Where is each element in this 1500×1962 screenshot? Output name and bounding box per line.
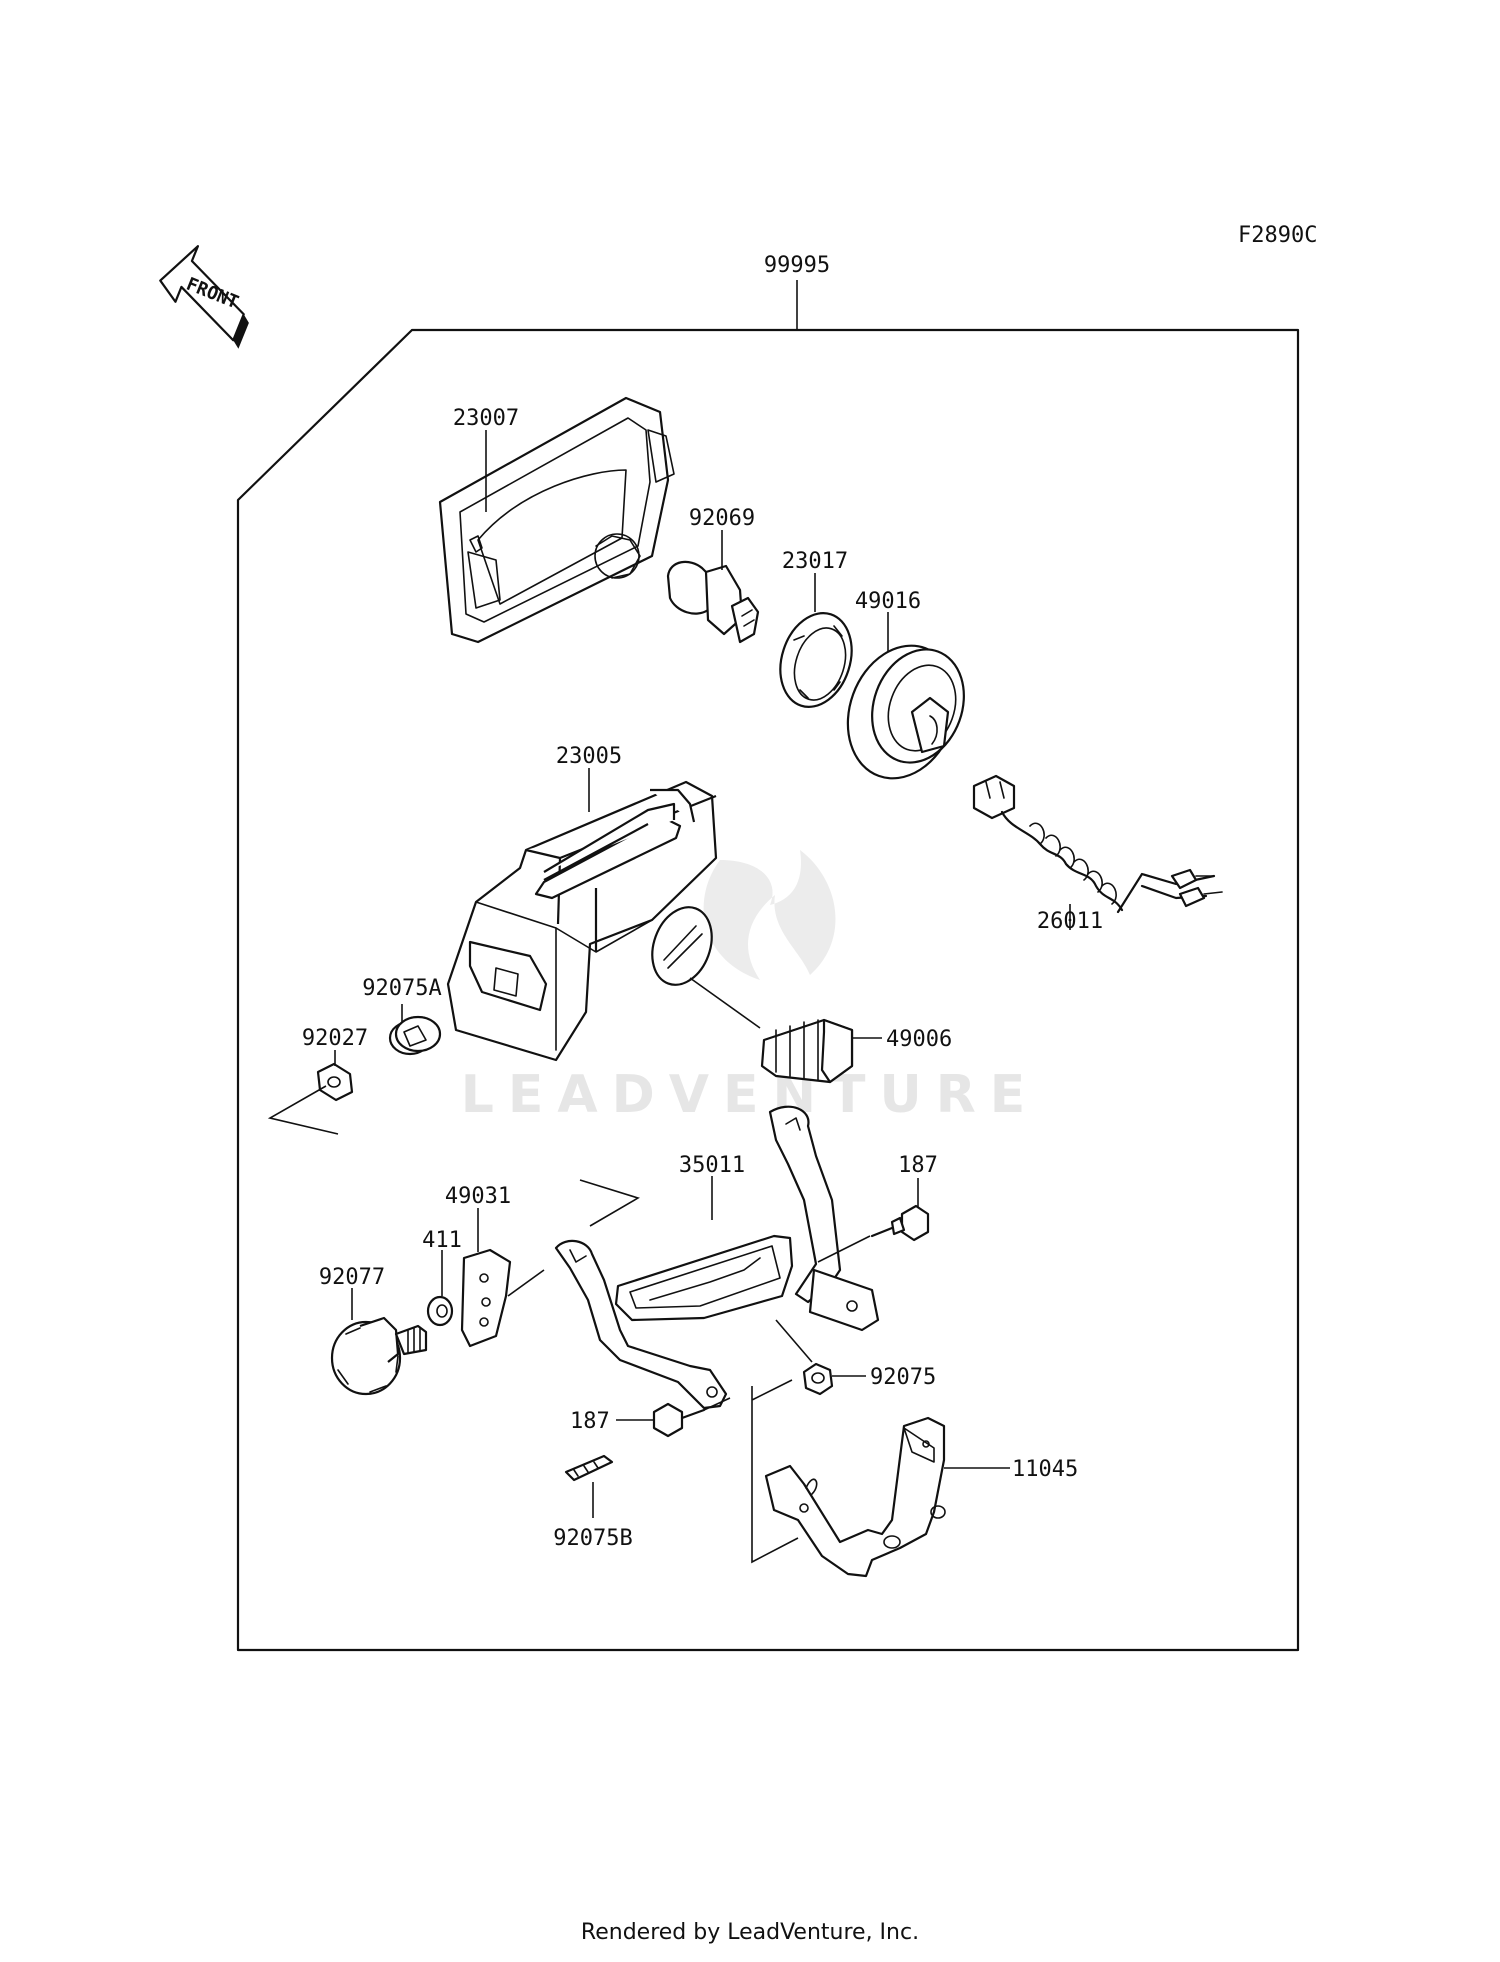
retaining-ring [779,612,853,708]
part-label-49006: 49006 [886,1027,952,1052]
footer-credit: Rendered by LeadVenture, Inc. [580,1920,920,1945]
part-label-35011: 35011 [679,1153,745,1178]
part-label-23017: 23017 [782,549,848,574]
grommet-92075 [802,1362,834,1396]
part-label-99995: 99995 [764,253,830,278]
bulb [666,560,760,644]
part-label-49031: 49031 [445,1184,511,1209]
part-label-92027: 92027 [302,1026,368,1051]
wire-harness [972,774,1223,914]
headlight-case [446,780,761,1062]
part-label-92077: 92077 [319,1265,385,1290]
watermark-text: LEADVENTURE [461,1065,1040,1125]
bolt-187-lower [652,1397,731,1438]
part-label-11045: 11045 [1012,1457,1078,1482]
part-label-49016: 49016 [855,589,921,614]
part-label-92069: 92069 [689,506,755,531]
part-label-187-upper: 187 [898,1153,938,1178]
rubber-cover [846,644,965,780]
grommet-92075a [388,1015,442,1056]
figure-code: F2890C [1238,223,1317,248]
rubber-boot [760,1018,854,1084]
mounting-bracket [554,1105,880,1410]
part-label-92075: 92075 [870,1365,936,1390]
bolt-187-upper [817,1204,930,1263]
part-label-187-lower: 187 [570,1409,610,1434]
part-label-411: 411 [422,1228,462,1253]
kit-boundary [236,328,1300,1652]
part-label-23005: 23005 [556,744,622,769]
part-label-92075A: 92075A [362,976,441,1001]
nut-92027 [316,1062,354,1102]
part-label-92075B: 92075B [553,1526,632,1551]
headlight-housing [438,396,675,644]
lower-bracket [764,1416,946,1578]
watermark: LEADVENTURE [461,850,1040,1125]
clip-92075b [564,1454,614,1482]
part-label-26011: 26011 [1037,909,1103,934]
front-arrow-icon: FRONT [159,245,249,349]
part-label-23007: 23007 [453,406,519,431]
knob-92077 [330,1316,428,1396]
plate-49031 [460,1248,512,1348]
washer-411 [426,1295,454,1327]
